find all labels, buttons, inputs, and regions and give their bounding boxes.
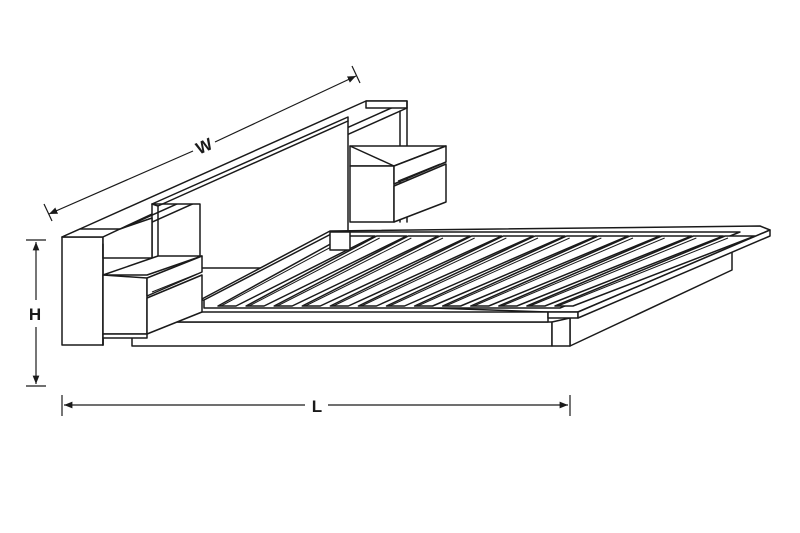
- bed-slat: [217, 235, 376, 307]
- bed-slat-edge: [557, 237, 729, 307]
- bed-slat: [357, 235, 535, 307]
- height-dimension: H: [26, 239, 46, 387]
- bed-slat-edge: [445, 237, 602, 307]
- bed-slat-edge: [333, 237, 475, 307]
- bed-slat-edge: [305, 237, 444, 307]
- right-nightstand: [349, 145, 447, 223]
- bed-slat-edge: [473, 237, 634, 307]
- bed-slat: [498, 235, 693, 307]
- bed-slat: [441, 235, 630, 307]
- bed-slat-edge: [248, 237, 380, 307]
- length-dimension: L: [61, 395, 571, 416]
- bed-slat: [245, 235, 408, 307]
- bed-slat-edge: [361, 237, 507, 307]
- width-label: W: [193, 134, 216, 158]
- bed-slat: [526, 235, 725, 307]
- bed-slat: [301, 235, 471, 307]
- bed-slat-edge: [276, 237, 412, 307]
- bed-slat-edge: [389, 237, 539, 307]
- left-nightstand: [102, 255, 203, 346]
- bed-slats: [217, 235, 756, 307]
- bed-slat-edge: [417, 237, 570, 307]
- bed-slat: [329, 235, 503, 307]
- bed-slat: [273, 235, 440, 307]
- headboard-base: [329, 231, 351, 251]
- bed-slat-edge: [501, 237, 665, 307]
- length-label: L: [312, 397, 322, 416]
- bed-slat-edge: [220, 237, 349, 307]
- bed-slat-edge: [529, 237, 697, 307]
- bed-slat: [470, 235, 661, 307]
- bed-slat: [554, 235, 756, 307]
- bed-slat: [385, 235, 566, 307]
- left-tower: [61, 213, 153, 346]
- bed-slat: [413, 235, 598, 307]
- height-label: H: [29, 305, 41, 324]
